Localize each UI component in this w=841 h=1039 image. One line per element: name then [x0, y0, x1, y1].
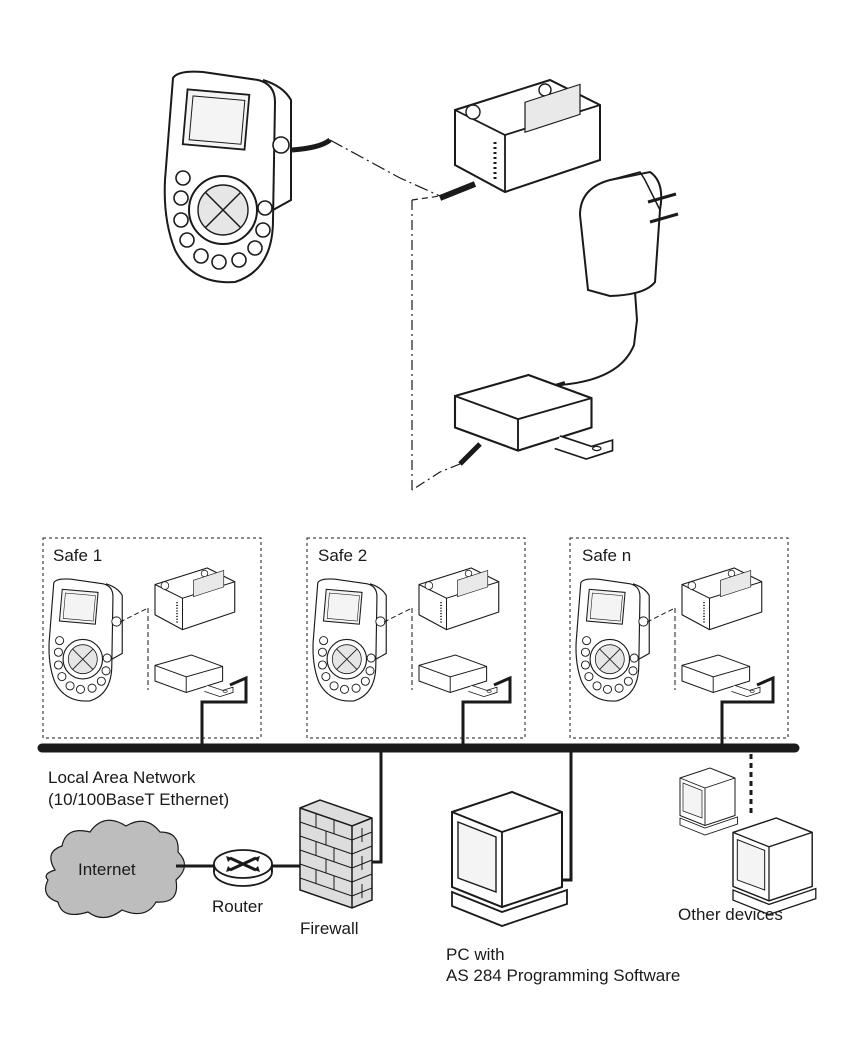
router-icon	[213, 849, 273, 887]
safe-group-2	[306, 537, 526, 748]
firewall-label: Firewall	[300, 919, 359, 938]
safe-n-label: Safe n	[582, 546, 632, 565]
network-plug	[458, 442, 482, 466]
router-label: Router	[212, 897, 264, 916]
safe-2-frame	[306, 537, 526, 739]
network-cable-dashed	[411, 463, 461, 491]
safe-group-1	[42, 537, 262, 748]
other-device-small-icon	[679, 767, 738, 836]
other-devices-label: Other devices	[678, 905, 783, 924]
safe-2-label: Safe 2	[318, 546, 368, 565]
lock-plug	[438, 181, 477, 201]
safe-1-label: Safe 1	[53, 546, 103, 565]
lan-title: Local Area Network	[48, 768, 196, 787]
lock-control-box	[453, 78, 602, 194]
safe-1-frame	[42, 537, 262, 739]
other-device-large-icon	[732, 817, 817, 916]
firewall-icon	[299, 799, 373, 909]
lan-subtitle: (10/100BaseT Ethernet)	[48, 790, 230, 809]
keypad-cable	[291, 137, 332, 153]
safe-group-n	[569, 537, 789, 748]
pc-label-line1: PC with	[446, 945, 505, 964]
pc-label-line2: AS 284 Programming Software	[446, 966, 681, 985]
keypad-input-unit	[163, 70, 292, 284]
keypad-cable-dashed	[329, 139, 441, 197]
pc-computer-icon	[451, 791, 568, 927]
internet-label: Internet	[78, 860, 136, 879]
power-adapter	[534, 170, 679, 394]
internet-cloud	[45, 819, 186, 919]
safe-n-frame	[569, 537, 789, 739]
